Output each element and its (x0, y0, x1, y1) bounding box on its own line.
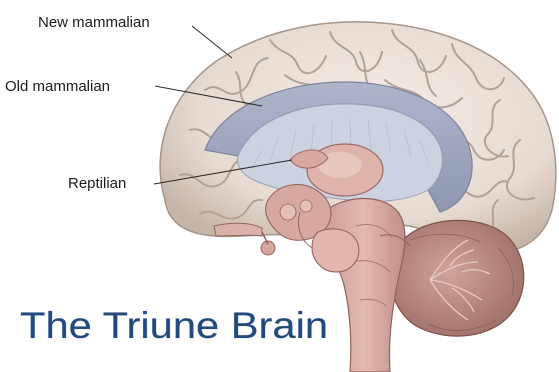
label-new-mammalian: New mammalian (38, 14, 150, 31)
diagram-title: The Triune Brain (20, 305, 328, 346)
cerebellum (390, 220, 524, 336)
leader-new-mammalian (192, 26, 232, 58)
pons (312, 229, 359, 272)
label-old-mammalian: Old mammalian (5, 78, 110, 95)
label-reptilian: Reptilian (68, 175, 126, 192)
